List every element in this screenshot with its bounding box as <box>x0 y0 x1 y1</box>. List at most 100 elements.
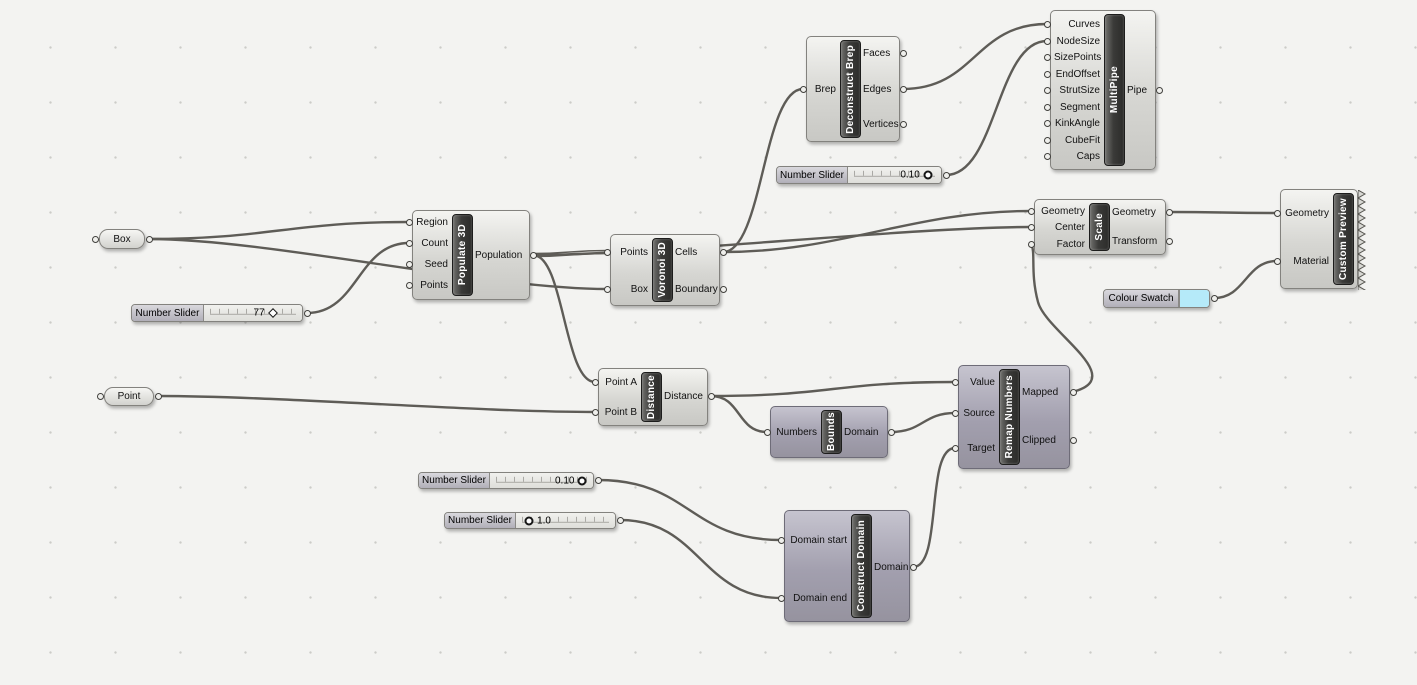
port-bounds-out-domain[interactable] <box>887 428 895 436</box>
wire-populate-3d-to-scale[interactable] <box>531 225 1033 257</box>
port-slider-77-out[interactable] <box>303 309 311 317</box>
slider-handle[interactable] <box>923 170 933 180</box>
port-multipipe-in-endoffset[interactable] <box>1043 70 1051 78</box>
component-name-bar[interactable]: MultiPipe <box>1104 14 1125 166</box>
port-colour-swatch-out[interactable] <box>1210 294 1218 302</box>
port-distance-in-point-b[interactable] <box>591 408 599 416</box>
component-name-bar[interactable]: Scale <box>1089 203 1110 251</box>
port-multipipe-out-pipe[interactable] <box>1155 86 1163 94</box>
port-deconstruct-brep-out-vertices[interactable] <box>899 120 907 128</box>
wire-bounds-to-remap-numbers[interactable] <box>889 411 957 434</box>
slider-track[interactable]: 77 <box>204 305 302 321</box>
slider-track[interactable]: 0.10 <box>848 167 941 183</box>
component-name-bar[interactable]: Remap Numbers <box>999 369 1020 465</box>
component-name-bar[interactable]: Distance <box>641 372 662 422</box>
port-distance-out-distance[interactable] <box>707 392 715 400</box>
port-scale-in-center[interactable] <box>1027 223 1035 231</box>
slider-handle[interactable] <box>577 476 587 485</box>
port-scale-in-factor[interactable] <box>1027 240 1035 248</box>
port-scale-out-geometry[interactable] <box>1165 208 1173 216</box>
wire-voronoi-3d-to-deconstruct-brep[interactable] <box>721 87 805 254</box>
wire-populate-3d-to-distance[interactable] <box>531 253 597 384</box>
wire-box-to-populate-3d[interactable] <box>147 220 411 241</box>
swatch-color[interactable] <box>1179 290 1209 307</box>
port-construct-domain-in-domain-start[interactable] <box>777 536 785 544</box>
port-populate-3d-in-count[interactable] <box>405 239 413 247</box>
port-remap-numbers-in-value[interactable] <box>951 378 959 386</box>
port-multipipe-in-strutsize[interactable] <box>1043 86 1051 94</box>
wire-slider-010-top-to-multipipe[interactable] <box>944 39 1049 177</box>
wire-construct-domain-to-remap-numbers[interactable] <box>911 446 957 569</box>
wire-slider-77-to-populate-3d[interactable] <box>305 241 411 315</box>
port-remap-numbers-in-target[interactable] <box>951 444 959 452</box>
port-distance-in-point-a[interactable] <box>591 378 599 386</box>
wire-slider-10-to-construct-domain[interactable] <box>618 518 783 600</box>
param-point[interactable]: Point <box>104 387 154 406</box>
component-name-bar[interactable]: Custom Preview <box>1333 193 1354 285</box>
port-multipipe-in-kinkangle[interactable] <box>1043 119 1051 127</box>
port-voronoi-3d-in-points[interactable] <box>603 248 611 256</box>
port-bounds-in-numbers[interactable] <box>763 428 771 436</box>
wire-box-to-voronoi-3d[interactable] <box>147 237 609 291</box>
port-multipipe-in-caps[interactable] <box>1043 152 1051 160</box>
port-populate-3d-in-points[interactable] <box>405 281 413 289</box>
wire-voronoi-3d-to-scale[interactable] <box>721 209 1033 254</box>
port-construct-domain-in-domain-end[interactable] <box>777 594 785 602</box>
port-voronoi-3d-out-cells[interactable] <box>719 248 727 256</box>
slider-handle[interactable] <box>524 516 534 525</box>
wire-remap-numbers-to-scale[interactable] <box>1029 242 1094 394</box>
port-custom-preview-in-geometry[interactable] <box>1273 209 1281 217</box>
port-deconstruct-brep-in-brep[interactable] <box>799 85 807 93</box>
port-scale-out-transform[interactable] <box>1165 237 1173 245</box>
port-multipipe-in-sizepoints[interactable] <box>1043 53 1051 61</box>
wire-distance-to-bounds[interactable] <box>709 394 769 434</box>
slider-track[interactable]: 0.10 <box>490 473 593 488</box>
port-populate-3d-in-seed[interactable] <box>405 260 413 268</box>
component-name-bar[interactable]: Populate 3D <box>452 214 473 296</box>
port-remap-numbers-out-clipped[interactable] <box>1069 436 1077 444</box>
wire-colour-swatch-to-custom-preview[interactable] <box>1212 259 1279 300</box>
port-remap-numbers-in-source[interactable] <box>951 409 959 417</box>
port-remap-numbers-out-mapped[interactable] <box>1069 388 1077 396</box>
slider-track[interactable]: 1.0 <box>516 513 615 528</box>
wire-distance-to-remap-numbers[interactable] <box>709 380 957 398</box>
port-multipipe-in-nodesize[interactable] <box>1043 37 1051 45</box>
port-box-out[interactable] <box>145 235 153 243</box>
port-multipipe-in-curves[interactable] <box>1043 20 1051 28</box>
port-slider-010-mid-out[interactable] <box>594 476 602 484</box>
port-construct-domain-out-domain[interactable] <box>909 563 917 571</box>
port-point-in[interactable] <box>96 392 104 400</box>
port-box-in[interactable] <box>91 235 99 243</box>
port-voronoi-3d-in-box[interactable] <box>603 285 611 293</box>
component-name-bar[interactable]: Construct Domain <box>851 514 872 618</box>
port-multipipe-in-cubefit[interactable] <box>1043 136 1051 144</box>
component-name-bar[interactable]: Voronoi 3D <box>652 238 673 302</box>
wire-deconstruct-brep-to-multipipe[interactable] <box>901 22 1049 91</box>
component-name-bar[interactable]: Bounds <box>821 410 842 454</box>
component-name-bar[interactable]: Deconstruct Brep <box>840 40 861 138</box>
port-slider-10-out[interactable] <box>616 516 624 524</box>
port-populate-3d-in-region[interactable] <box>405 218 413 226</box>
port-slider-010-top-out[interactable] <box>942 171 950 179</box>
port-multipipe-in-segment[interactable] <box>1043 103 1051 111</box>
swatch-colour-swatch[interactable]: Colour Swatch <box>1103 289 1210 308</box>
port-custom-preview-in-material[interactable] <box>1273 257 1281 265</box>
wire-scale-to-custom-preview[interactable] <box>1167 210 1279 215</box>
port-deconstruct-brep-out-faces[interactable] <box>899 49 907 57</box>
port-scale-in-geometry[interactable] <box>1027 207 1035 215</box>
wire-slider-010-mid-to-construct-domain[interactable] <box>596 478 783 542</box>
port-populate-3d-out-population[interactable] <box>529 251 537 259</box>
